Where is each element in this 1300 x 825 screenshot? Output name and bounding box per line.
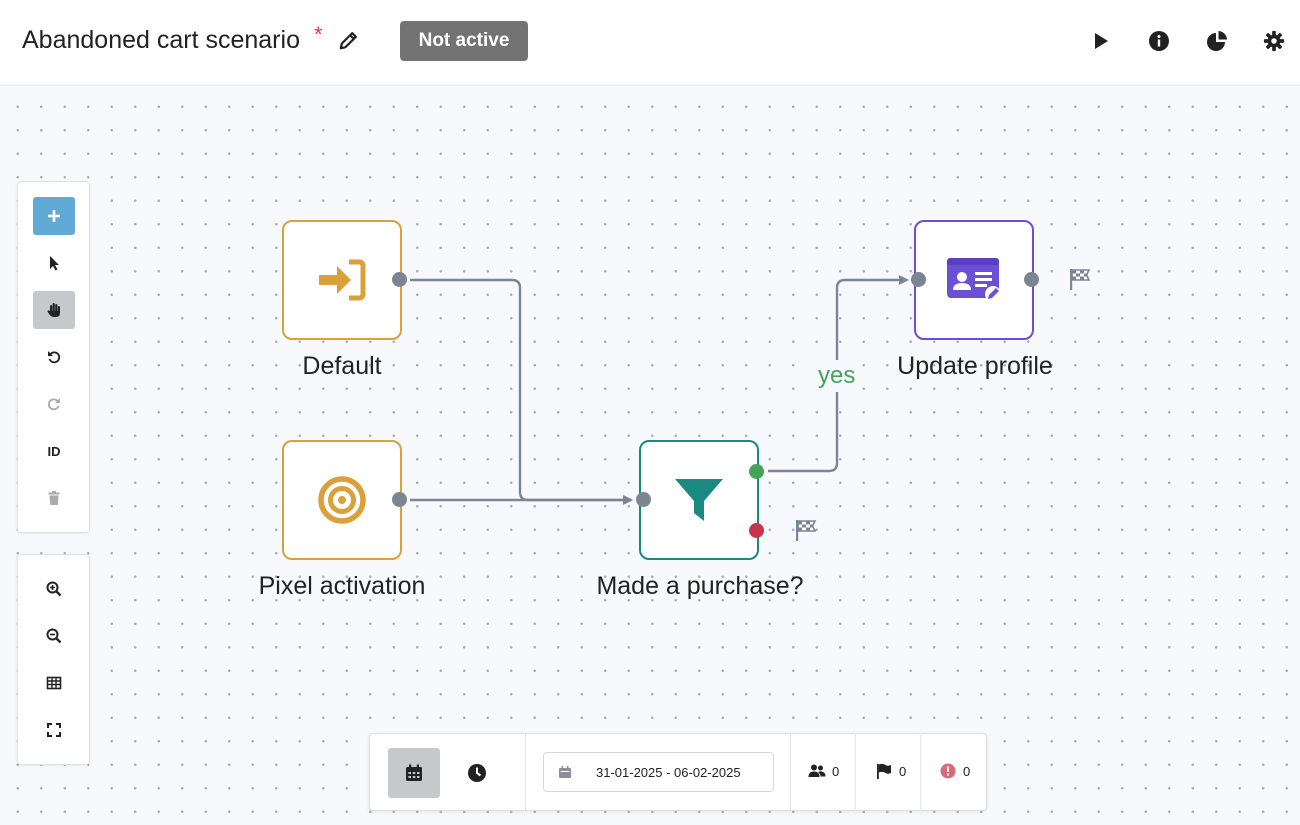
zoom-in-button[interactable]: [33, 570, 75, 608]
zoom-out-button[interactable]: [33, 617, 75, 655]
node-pixel-output-port[interactable]: [392, 492, 407, 507]
undo-button[interactable]: [33, 338, 75, 376]
node-purchase-no-port[interactable]: [749, 523, 764, 538]
divider: [525, 734, 526, 810]
chart-pie-icon[interactable]: [1206, 30, 1228, 52]
show-ids-button[interactable]: ID: [33, 432, 75, 470]
node-pixel-activation[interactable]: [282, 440, 402, 560]
hand-icon: [47, 303, 60, 317]
scenario-header: Abandoned cart scenario * Not active: [0, 0, 1300, 86]
unsaved-marker: *: [314, 22, 323, 47]
target-icon: [318, 476, 366, 524]
node-update-profile[interactable]: [914, 220, 1034, 340]
grid-toggle-button[interactable]: [33, 664, 75, 702]
zoom-in-icon: [46, 581, 62, 597]
node-default-output-port[interactable]: [392, 272, 407, 287]
users-icon: [808, 764, 826, 777]
zoom-out-icon: [46, 628, 62, 644]
clock-icon: [468, 764, 486, 782]
node-pixel-label: Pixel activation: [258, 572, 426, 600]
node-purchase-yes-port[interactable]: [749, 464, 764, 479]
play-icon[interactable]: [1090, 30, 1112, 52]
node-update-input-port[interactable]: [911, 272, 926, 287]
grid-icon: [46, 676, 62, 690]
date-range-value: 31-01-2025 - 06-02-2025: [596, 765, 741, 780]
error-icon: [940, 763, 956, 779]
view-toolbar: [17, 554, 90, 765]
status-badge: Not active: [400, 21, 528, 61]
calendar-icon: [559, 766, 571, 778]
edge-yes-label: yes: [818, 362, 856, 389]
id-label: ID: [47, 443, 61, 459]
time-mode-button[interactable]: [451, 748, 503, 798]
redo-icon: [47, 398, 60, 411]
date-mode-button[interactable]: [388, 748, 440, 798]
node-update-label: Update profile: [897, 352, 1053, 380]
divider: [855, 734, 856, 810]
checkered-flag-icon: [1070, 269, 1091, 290]
node-purchase-label: Made a purchase?: [596, 572, 804, 600]
trash-icon: [48, 491, 60, 505]
delete-button[interactable]: [33, 479, 75, 517]
finished-count: 0: [899, 763, 907, 779]
flow-canvas[interactable]: [0, 87, 1300, 825]
fit-screen-button[interactable]: [33, 711, 75, 749]
edit-toolbar: ID: [17, 181, 90, 533]
scenario-title: Abandoned cart scenario: [22, 26, 300, 54]
date-range-input[interactable]: 31-01-2025 - 06-02-2025: [543, 752, 774, 792]
plus-icon: [48, 210, 60, 222]
errors-stat: 0: [939, 763, 970, 779]
add-node-button[interactable]: [33, 197, 75, 235]
gear-icon[interactable]: [1263, 30, 1285, 52]
filter-icon: [675, 479, 723, 521]
pan-tool-button[interactable]: [33, 291, 75, 329]
users-stat: 0: [808, 763, 839, 779]
users-count: 0: [832, 763, 840, 779]
calendar-icon: [406, 764, 422, 781]
statistics-bar: 31-01-2025 - 06-02-2025 0 0 0: [369, 733, 987, 811]
redo-button[interactable]: [33, 385, 75, 423]
node-default[interactable]: [282, 220, 402, 340]
info-icon[interactable]: [1148, 30, 1170, 52]
fit-screen-icon: [47, 723, 61, 737]
flag-icon: [877, 763, 891, 779]
node-made-purchase[interactable]: [639, 440, 759, 560]
select-tool-button[interactable]: [33, 244, 75, 282]
id-card-icon: [947, 258, 1001, 302]
checkered-flag-icon: [796, 520, 817, 541]
node-update-output-port[interactable]: [1024, 272, 1039, 287]
errors-count: 0: [963, 763, 971, 779]
divider: [920, 734, 921, 810]
finished-stat: 0: [875, 763, 906, 779]
node-default-label: Default: [302, 352, 382, 380]
divider: [790, 734, 791, 810]
pencil-icon[interactable]: [338, 29, 360, 51]
node-purchase-input-port[interactable]: [636, 492, 651, 507]
pointer-icon: [50, 256, 59, 271]
undo-icon: [48, 351, 61, 364]
sign-in-icon: [319, 259, 366, 301]
